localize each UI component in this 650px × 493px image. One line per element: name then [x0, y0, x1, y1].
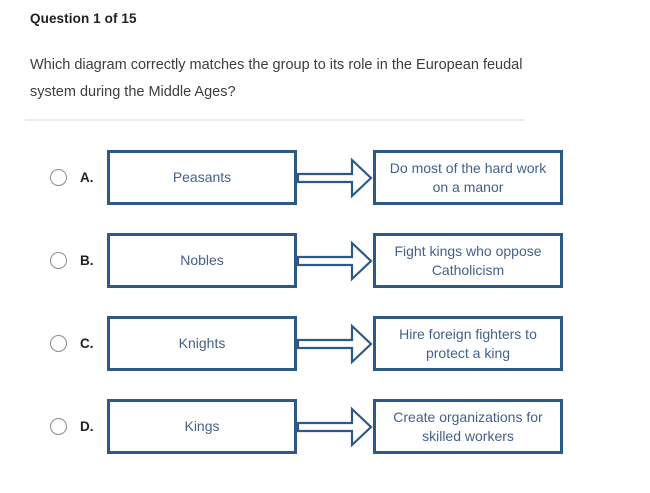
option-b-letter: B.	[80, 253, 94, 268]
option-c-group-box: Knights	[107, 316, 297, 371]
divider	[25, 119, 525, 121]
right-arrow-icon	[297, 239, 373, 282]
option-a-role-label: Do most of the hard work on a manor	[389, 159, 547, 195]
right-arrow-icon	[297, 405, 373, 448]
option-c-role-label: Hire foreign fighters to protect a king	[399, 325, 537, 361]
option-b-role-box: Fight kings who oppose Catholicism	[373, 233, 563, 288]
option-row-a[interactable]: A. Peasants Do most of the hard work on …	[30, 150, 620, 205]
option-c-letter: C.	[80, 336, 94, 351]
question-counter: Question 1 of 15	[30, 11, 137, 26]
option-b-radio[interactable]	[50, 252, 67, 269]
option-d-group-label: Kings	[184, 418, 220, 434]
option-d-role-label: Create organizations for skilled workers	[393, 408, 543, 444]
option-row-d[interactable]: D. Kings Create organizations for skille…	[30, 399, 620, 454]
option-row-c[interactable]: C. Knights Hire foreign fighters to prot…	[30, 316, 620, 371]
option-a-letter: A.	[80, 170, 94, 185]
answer-options: A. Peasants Do most of the hard work on …	[30, 150, 620, 454]
option-row-b[interactable]: B. Nobles Fight kings who oppose Catholi…	[30, 233, 620, 288]
option-b-group-label: Nobles	[180, 252, 224, 268]
option-a-group-label: Peasants	[172, 169, 232, 185]
option-d-group-box: Kings	[107, 399, 297, 454]
option-b-role-label: Fight kings who oppose Catholicism	[394, 242, 542, 278]
option-d-radio[interactable]	[50, 418, 67, 435]
right-arrow-icon	[297, 156, 373, 199]
option-d-letter: D.	[80, 419, 94, 434]
option-d-role-box: Create organizations for skilled workers	[373, 399, 563, 454]
question-page: Question 1 of 15 Which diagram correctly…	[25, 11, 620, 454]
right-arrow-icon	[297, 322, 373, 365]
option-a-radio[interactable]	[50, 169, 67, 186]
option-c-role-box: Hire foreign fighters to protect a king	[373, 316, 563, 371]
question-text: Which diagram correctly matches the grou…	[30, 57, 523, 100]
option-a-group-box: Peasants	[107, 150, 297, 205]
option-b-group-box: Nobles	[107, 233, 297, 288]
option-c-group-label: Knights	[178, 335, 226, 351]
option-a-role-box: Do most of the hard work on a manor	[373, 150, 563, 205]
option-c-radio[interactable]	[50, 335, 67, 352]
